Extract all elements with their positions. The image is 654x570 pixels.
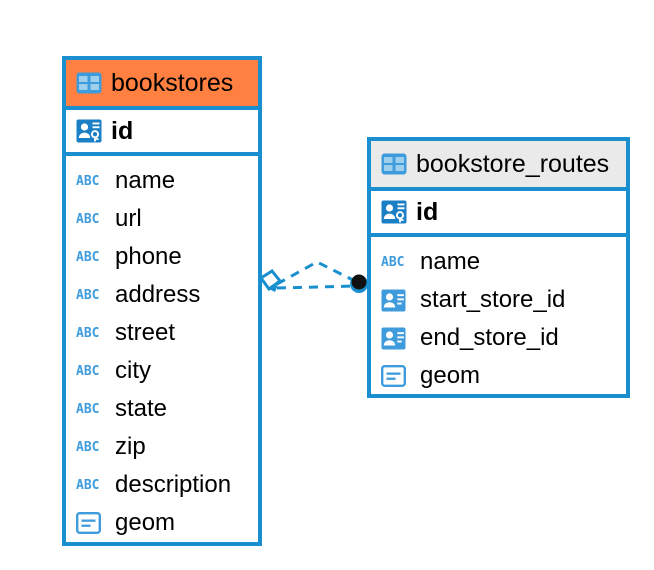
field-row[interactable]: ABC zip: [66, 428, 258, 466]
abc-text-icon: ABC: [76, 363, 100, 379]
field-row[interactable]: ABC street: [66, 314, 258, 352]
entity-title: bookstore_routes: [416, 149, 610, 178]
field-label: geom: [420, 362, 481, 389]
field-row[interactable]: ABC state: [66, 390, 258, 428]
abc-text-icon: ABC: [76, 325, 100, 341]
abc-text-icon: ABC: [76, 477, 100, 493]
table-icon: [381, 153, 407, 175]
field-label: street: [115, 319, 176, 346]
field-row[interactable]: ABC name: [66, 162, 258, 200]
field-row[interactable]: ABC name: [371, 243, 626, 281]
field-label: geom: [115, 509, 176, 536]
primary-key-icon: [381, 200, 407, 224]
primary-key-icon: [76, 119, 102, 143]
field-list-bookstores: ABC name ABC url ABC phone ABC address A…: [66, 156, 258, 546]
abc-text-icon: ABC: [76, 211, 100, 227]
filled-circle-marker: [350, 274, 368, 293]
field-label: url: [115, 205, 142, 232]
primary-key-row[interactable]: id: [371, 191, 626, 237]
field-list-bookstore-routes: ABC name start_store_id: [371, 237, 626, 399]
field-label: start_store_id: [420, 286, 566, 313]
foreign-key-icon: [381, 289, 411, 312]
relationship-line-upper: [276, 260, 358, 286]
primary-key-label: id: [416, 197, 439, 226]
field-row[interactable]: ABC url: [66, 200, 258, 238]
abc-text-icon: ABC: [381, 254, 405, 270]
geometry-icon: [381, 365, 411, 387]
field-label: name: [115, 167, 176, 194]
field-row[interactable]: geom: [66, 504, 258, 542]
entity-bookstore-routes[interactable]: bookstore_routes id ABC name: [367, 137, 630, 398]
abc-text-icon: ABC: [76, 173, 100, 189]
abc-text-icon: ABC: [76, 249, 100, 265]
abc-text-icon: ABC: [76, 287, 100, 303]
field-label: description: [115, 471, 232, 498]
field-label: address: [115, 281, 201, 308]
field-row[interactable]: start_store_id: [371, 281, 626, 319]
foreign-key-icon: [381, 327, 411, 350]
entity-bookstores[interactable]: bookstores id ABC name: [62, 56, 262, 546]
field-row[interactable]: end_store_id: [371, 319, 626, 357]
primary-key-row[interactable]: id: [66, 110, 258, 156]
field-label: end_store_id: [420, 324, 559, 351]
entity-title: bookstores: [111, 68, 234, 97]
field-row[interactable]: ABC phone: [66, 238, 258, 276]
field-row[interactable]: ABC description: [66, 466, 258, 504]
geometry-icon: [76, 512, 106, 534]
field-row[interactable]: ABC city: [66, 352, 258, 390]
field-label: zip: [115, 433, 146, 460]
entity-header-bookstores[interactable]: bookstores: [66, 60, 258, 110]
primary-key-label: id: [111, 116, 134, 145]
field-label: phone: [115, 243, 182, 270]
abc-text-icon: ABC: [76, 401, 100, 417]
abc-text-icon: ABC: [76, 439, 100, 455]
field-label: city: [115, 357, 151, 384]
relationship-line-lower: [276, 284, 358, 290]
table-icon: [76, 72, 102, 94]
field-row[interactable]: geom: [371, 357, 626, 395]
field-row[interactable]: ABC address: [66, 276, 258, 314]
relationship-connector[interactable]: [255, 240, 385, 320]
diamond-many-marker: [258, 269, 283, 292]
field-label: state: [115, 395, 168, 422]
entity-header-bookstore-routes[interactable]: bookstore_routes: [371, 141, 626, 191]
field-label: name: [420, 248, 481, 275]
